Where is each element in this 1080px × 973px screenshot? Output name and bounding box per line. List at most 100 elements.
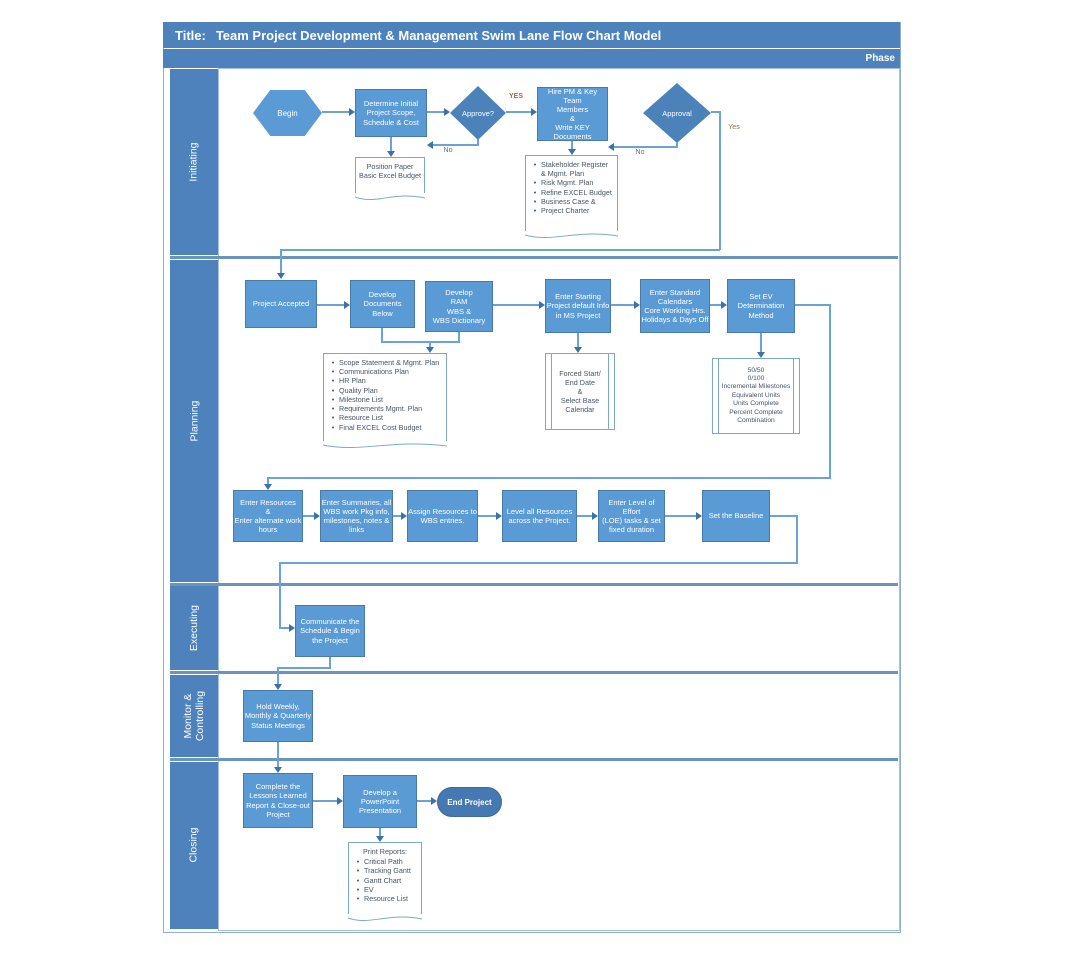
- connector-segment: [710, 304, 721, 306]
- arrowhead: [696, 512, 702, 520]
- bullet-icon: •: [331, 413, 335, 423]
- label-no-approval: No: [635, 149, 645, 156]
- bullet-icon: •: [533, 160, 537, 169]
- connector-segment: [760, 333, 762, 353]
- connector-segment: [277, 667, 279, 685]
- doc-text: Resource List: [339, 413, 383, 423]
- lane-separator: [170, 671, 898, 674]
- shape-label: Hire PM & Key Team Members & Write KEY D…: [547, 86, 598, 142]
- arrowhead: [568, 149, 576, 155]
- connector-segment: [379, 828, 381, 837]
- connector-segment: [577, 515, 593, 517]
- connector-segment: [267, 477, 269, 485]
- shape-develop-documents: Develop Documents Below: [350, 280, 415, 328]
- connector-segment: [427, 111, 444, 113]
- shape-set-ev-method: Set EV Determination Method: [727, 279, 795, 333]
- shape-forced-start-end: Forced Start/ End Date & Select Base Cal…: [545, 353, 615, 430]
- doc-bullet-item: •Milestone List: [327, 395, 443, 404]
- bullet-icon: •: [331, 376, 335, 386]
- doc-key-documents: •Stakeholder Register & Mgmt. Plan •Risk…: [525, 155, 618, 243]
- bullet-icon: •: [533, 178, 537, 188]
- connector-segment: [711, 111, 721, 113]
- connector-segment: [614, 146, 678, 148]
- doc-wave-edge: [355, 193, 425, 201]
- arrowhead: [431, 797, 437, 805]
- doc-body: •Stakeholder Register & Mgmt. Plan •Risk…: [525, 155, 618, 233]
- doc-text: Gantt Chart: [364, 875, 402, 885]
- arrowhead: [277, 273, 285, 279]
- lane-label-initiating: Initiating: [170, 69, 218, 255]
- shape-label: Project Accepted: [252, 299, 310, 309]
- doc-bullet-item: •Scope Statement & Mgmt. Plan: [327, 358, 443, 367]
- arrowhead: [387, 151, 395, 157]
- bullet-icon: •: [331, 394, 335, 404]
- lane-label-closing: Closing: [170, 762, 218, 929]
- connector-segment: [313, 800, 338, 802]
- shape-label: Enter Summaries, all WBS work Pkg info, …: [321, 497, 392, 535]
- lane-separator: [170, 583, 898, 586]
- shape-label: Develop Documents Below: [363, 290, 402, 318]
- shape-label: Develop a PowerPoint Presentation: [358, 787, 402, 816]
- arrowhead: [721, 301, 727, 309]
- lane-label-monitor-controlling: Monitor & Controlling: [170, 675, 218, 757]
- lane-label-text: Closing: [187, 827, 200, 864]
- lane-label-executing: Executing: [170, 586, 218, 670]
- shape-enter-starting-info: Enter Starting Project default Info in M…: [545, 279, 611, 333]
- connector-segment: [417, 800, 432, 802]
- arrowhead: [496, 512, 502, 520]
- doc-text: EV: [364, 884, 374, 894]
- connector-segment: [279, 562, 281, 629]
- arrowhead: [264, 484, 272, 490]
- doc-text: Scope Statement & Mgmt. Plan: [339, 358, 440, 367]
- shape-label: Set EV Determination Method: [737, 292, 785, 320]
- arrowhead: [344, 301, 350, 309]
- connector-segment: [381, 341, 460, 343]
- shape-label: Communicate the Schedule & Begin the Pro…: [300, 617, 360, 645]
- doc-text: Refine EXCEL Budget: [541, 187, 612, 197]
- arrowhead: [592, 512, 598, 520]
- connector-segment: [796, 515, 798, 564]
- connector-segment: [493, 304, 539, 306]
- connector-segment: [478, 515, 497, 517]
- connector-segment: [277, 667, 331, 669]
- bullet-icon: •: [331, 422, 335, 432]
- doc-wave-edge: [525, 231, 618, 239]
- bullet-icon: •: [356, 857, 360, 867]
- shape-label: Enter Resources & Enter alternate work h…: [234, 497, 302, 535]
- connector-segment: [303, 515, 315, 517]
- shape-label: Develop RAM WBS & WBS Dictionary: [432, 288, 486, 325]
- doc-text: Resource List: [364, 894, 408, 904]
- title-label: Title:: [175, 27, 206, 43]
- doc-bullet-item: • Resource List: [352, 894, 418, 903]
- bullet-icon: •: [356, 884, 360, 894]
- shape-develop-powerpoint: Develop a PowerPoint Presentation: [343, 775, 417, 828]
- connector-segment: [665, 515, 697, 517]
- shape-enter-standard-calendars: Enter Standard Calendars Core Working Hr…: [640, 279, 710, 333]
- doc-heading: Print Reports:: [363, 847, 407, 856]
- doc-text: HR Plan: [339, 376, 366, 386]
- shape-enter-loe-tasks: Enter Level of Effort (LOE) tasks & set …: [598, 490, 665, 542]
- doc-text: Final EXCEL Cost Budget: [339, 422, 422, 432]
- doc-bullet-item: •Communications Plan: [327, 367, 443, 376]
- connector-segment: [329, 657, 331, 669]
- shape-label: End Project: [447, 797, 492, 807]
- doc-bullet-item: • Resource List: [327, 413, 443, 422]
- arrowhead: [401, 512, 407, 520]
- arrowhead: [274, 767, 282, 773]
- connector-segment: [433, 144, 479, 146]
- doc-bullet-item: • EV: [352, 885, 418, 894]
- doc-text: Requirements Mgmt. Plan: [339, 404, 423, 414]
- label-yes-approval: Yes: [728, 124, 740, 131]
- arrowhead: [337, 797, 343, 805]
- bullet-icon: •: [331, 367, 335, 377]
- arrowhead: [531, 108, 537, 116]
- doc-text: Critical Path: [364, 857, 403, 867]
- shape-communicate-schedule: Communicate the Schedule & Begin the Pro…: [295, 605, 365, 657]
- doc-bullet-item: •Refine EXCEL Budget: [529, 188, 614, 197]
- shape-label: Complete the Lessons Learned Report & Cl…: [246, 782, 310, 819]
- lane-separator: [170, 758, 898, 761]
- connector-segment: [280, 249, 720, 251]
- label-no-approve: No: [443, 147, 453, 154]
- bullet-icon: •: [356, 894, 360, 904]
- bullet-icon: •: [331, 385, 335, 395]
